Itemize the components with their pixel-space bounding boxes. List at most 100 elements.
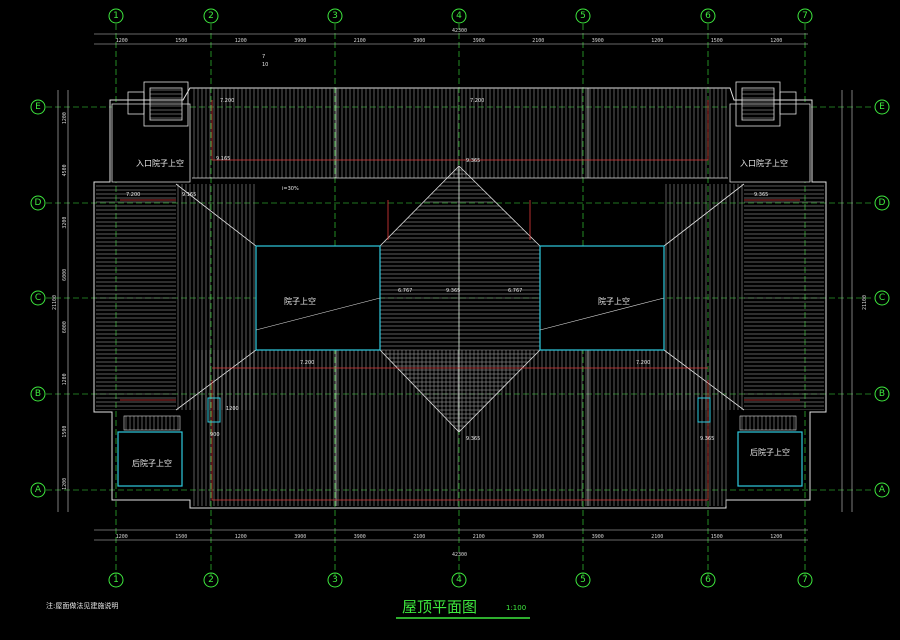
axis-bubble-row-E-left-label: E <box>35 102 41 112</box>
axis-bubble-col-2-bottom-label: 2 <box>208 575 214 585</box>
axis-bubble-col-2-top: 2 <box>203 8 219 24</box>
courtyard-right-label: 院子上空 <box>598 296 630 306</box>
bottom-dimensions: 42300 1200 1500 1200 3900 3900 2100 2100… <box>116 534 783 558</box>
entry-right-label: 入口院子上空 <box>740 158 788 168</box>
ridge-lines <box>175 88 745 506</box>
axis-bubble-col-4-top: 4 <box>451 8 467 24</box>
bottom-dim-3: 3900 <box>294 534 306 540</box>
axis-bubble-row-B-right: B <box>874 386 890 402</box>
right-overall-dim: 21100 <box>862 295 868 310</box>
eave-left-top: 7.200 <box>220 98 234 104</box>
rear-court-left: 后院子上空 <box>117 415 183 487</box>
axis-bubble-col-3-top: 3 <box>327 8 343 24</box>
axis-bubble-col-2-bottom: 2 <box>203 572 219 588</box>
axis-bubble-col-5-bottom: 5 <box>575 572 591 588</box>
level-left2: 9.165 <box>182 192 196 198</box>
axis-bubble-col-5-top: 5 <box>575 8 591 24</box>
axis-bubble-row-C-right-label: C <box>879 293 885 303</box>
rear-right-label: 后院子上空 <box>750 447 790 457</box>
ridge-center-top: 9.365 <box>466 158 480 164</box>
level-mid-left: 6.767 <box>398 288 412 294</box>
axis-bubble-col-6-top-label: 6 <box>705 11 711 21</box>
bottom-dim-0: 1200 <box>116 534 128 540</box>
drawing-title: 屋顶平面图 <box>402 598 477 616</box>
axis-bubble-row-E-right: E <box>874 99 890 115</box>
top-dimensions: 42300 1200 1500 1200 3900 2100 3900 3900… <box>116 28 783 44</box>
bottom-dim-8: 3900 <box>592 534 604 540</box>
axis-bubble-row-B-left-label: B <box>35 389 41 399</box>
axis-bubble-col-7-top-label: 7 <box>802 11 808 21</box>
level-right: 9.365 <box>754 192 768 198</box>
axis-bubble-row-D-right: D <box>874 195 890 211</box>
courtyard-left-label: 院子上空 <box>284 296 316 306</box>
axis-bubble-col-7-top: 7 <box>797 8 813 24</box>
axis-bubble-col-1-bottom-label: 1 <box>113 575 119 585</box>
eave-left-mid: 7.200 <box>126 192 140 198</box>
ridge-center-mid: 9.365 <box>446 288 460 294</box>
axis-bubble-col-3-bottom-label: 3 <box>332 575 338 585</box>
axis-bubble-row-A-left-label: A <box>35 485 42 495</box>
axis-bubble-row-A-right: A <box>874 482 890 498</box>
axis-bubble-col-1-bottom: 1 <box>108 572 124 588</box>
top-dim-5: 3900 <box>413 38 425 44</box>
top-dim-3: 3900 <box>294 38 306 44</box>
courtyard-left: 院子上空 <box>255 245 381 351</box>
axis-bubble-col-7-bottom: 7 <box>797 572 813 588</box>
rear-left-label: 后院子上空 <box>132 458 172 468</box>
bottom-dim-6: 2100 <box>473 534 485 540</box>
axis-bubble-col-6-top: 6 <box>700 8 716 24</box>
bottom-dim-7: 3900 <box>532 534 544 540</box>
axis-bubble-row-E-left: E <box>30 99 46 115</box>
column-bubbles-bottom: 1 2 3 4 5 6 7 <box>108 572 813 588</box>
top-dim-6: 3900 <box>473 38 485 44</box>
axis-bubble-row-E-right-label: E <box>879 102 885 112</box>
level-right2: 9.365 <box>700 436 714 442</box>
slope-tag: i=30% <box>282 186 299 192</box>
level-left: 9.165 <box>216 156 230 162</box>
detail-ref: 10 <box>262 62 268 68</box>
axis-bubble-row-D-left: D <box>30 195 46 211</box>
bottom-dim-9: 2100 <box>651 534 663 540</box>
bottom-dim-5: 2100 <box>413 534 425 540</box>
side-dim-3: 6000 <box>62 269 68 281</box>
bottom-dim-11: 1200 <box>770 534 782 540</box>
drawing-note: 注:屋面做法见建施说明 <box>46 601 118 610</box>
bottom-dim-4: 3900 <box>354 534 366 540</box>
axis-bubble-col-7-bottom-label: 7 <box>802 575 808 585</box>
bottom-dim-2: 1200 <box>235 534 247 540</box>
left-overall-dim: 21100 <box>52 295 58 310</box>
axis-bubble-col-3-bottom: 3 <box>327 572 343 588</box>
top-dim-7: 2100 <box>532 38 544 44</box>
top-dim-0: 1200 <box>116 38 128 44</box>
bottom-dim-1: 1500 <box>175 534 187 540</box>
axis-bubble-row-C-left: C <box>30 290 46 306</box>
axis-bubble-row-D-left-label: D <box>35 198 42 208</box>
axis-bubble-row-D-right-label: D <box>879 198 886 208</box>
axis-bubble-col-4-top-label: 4 <box>456 11 462 21</box>
axis-bubble-row-A-left: A <box>30 482 46 498</box>
title-block: 屋顶平面图 1:100 注:屋面做法见建施说明 <box>46 598 530 619</box>
detail-ref-no: 7 <box>262 54 265 60</box>
axis-bubble-row-C-left-label: C <box>35 293 41 303</box>
rear-court-right: 后院子上空 <box>737 415 803 487</box>
side-dim-6: 1500 <box>62 426 68 438</box>
top-dim-9: 1200 <box>651 38 663 44</box>
bottom-overall-dim: 42300 <box>452 552 467 558</box>
axis-bubble-col-6-bottom-label: 6 <box>705 575 711 585</box>
row-bubbles-right: A B C D E <box>874 99 890 498</box>
entry-left-label: 入口院子上空 <box>136 158 184 168</box>
top-dim-11: 1200 <box>770 38 782 44</box>
axis-bubble-col-4-bottom: 4 <box>451 572 467 588</box>
axis-bubble-row-A-right-label: A <box>879 485 886 495</box>
axis-bubble-row-B-right-label: B <box>879 389 885 399</box>
top-overall-dim: 42300 <box>452 28 467 34</box>
courtyard-right: 院子上空 <box>539 245 665 351</box>
dim-900-label: 900 <box>210 432 220 438</box>
column-bubbles-top: 1 2 3 4 5 6 7 <box>108 8 813 24</box>
side-dim-1: 4500 <box>62 164 68 176</box>
level-mid-right: 6.767 <box>508 288 522 294</box>
eave-center-top: 7.200 <box>470 98 484 104</box>
vent-blocks <box>127 81 797 127</box>
axis-bubble-col-1-top-label: 1 <box>113 11 119 21</box>
